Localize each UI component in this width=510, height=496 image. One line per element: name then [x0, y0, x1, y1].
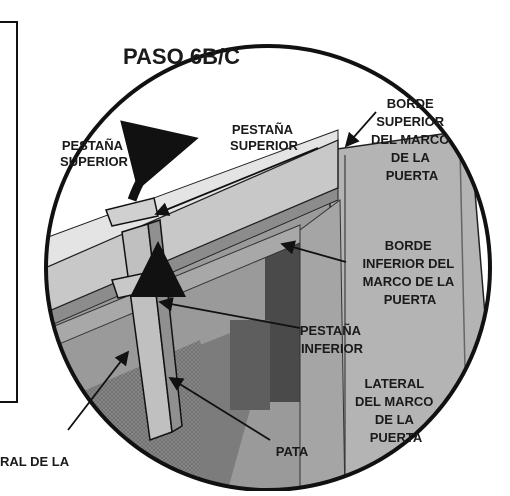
label-top-edge: BORDE SUPERIOR DEL MARCO DE LA PUERTA — [371, 96, 453, 183]
step-title: PASO 6B/C — [123, 44, 240, 69]
background-panel-frame — [0, 21, 18, 403]
magnifier-outline — [44, 44, 492, 492]
leader-top-edge — [344, 111, 377, 148]
curved-rotate-arrow — [120, 120, 199, 202]
leader-bottom-edge — [280, 240, 347, 263]
label-upper-tab-right: PESTAÑA SUPERIOR — [230, 122, 299, 153]
label-side-frame: LATERAL DEL MARCO DE LA PUERTA — [355, 376, 437, 445]
leader-leg — [168, 377, 271, 441]
label-lower-tab: PESTAÑA INFERIOR — [300, 323, 364, 356]
label-partial-side: RAL DE LA — [0, 454, 70, 469]
leader-upper-tab — [154, 147, 319, 216]
leader-lower-tab — [158, 297, 301, 329]
label-upper-tab: PESTAÑA SUPERIOR — [60, 138, 129, 169]
label-leg: PATA — [276, 444, 309, 459]
leader-side-frame — [67, 350, 130, 431]
label-bottom-edge: BORDE INFERIOR DEL MARCO DE LA PUERTA — [362, 238, 457, 307]
